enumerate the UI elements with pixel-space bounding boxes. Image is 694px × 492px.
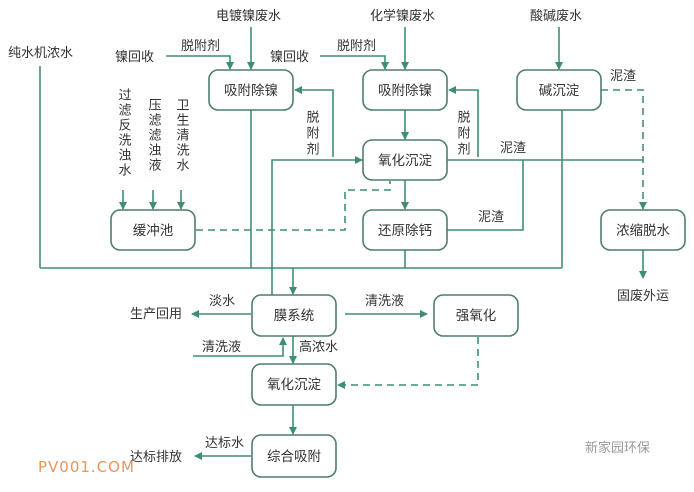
box-oxidation-precipitation-1: 氧化沉淀 bbox=[362, 139, 448, 181]
label-solid-waste: 固废外运 bbox=[617, 288, 669, 304]
svg-text:吸附除镍: 吸附除镍 bbox=[224, 83, 278, 99]
label-side-input-1: 过滤反洗浊水 bbox=[116, 88, 132, 178]
watermark-wechat: 新家园环保 bbox=[585, 440, 650, 456]
label-side-input-3: 卫生清洗水 bbox=[174, 98, 190, 173]
svg-text:膜系统: 膜系统 bbox=[274, 308, 315, 324]
label-desorbent-2: 脱附剂 bbox=[337, 39, 376, 54]
label-electroplating: 电镀镍废水 bbox=[216, 8, 281, 24]
label-acid-base: 酸碱废水 bbox=[530, 8, 582, 24]
box-buffer-tank: 缓冲池 bbox=[110, 209, 196, 251]
box-strong-oxidation: 强氧化 bbox=[433, 294, 519, 337]
label-high-conc: 高浓水 bbox=[299, 339, 338, 355]
svg-text:综合吸附: 综合吸附 bbox=[267, 449, 321, 465]
watermark-site: PV001.COM bbox=[38, 458, 135, 476]
box-oxidation-precipitation-2: 氧化沉淀 bbox=[251, 363, 337, 406]
label-discharge: 达标排放 bbox=[130, 450, 182, 465]
label-desorbent-vertical-2: 脱附剂 bbox=[455, 110, 471, 158]
box-reduction-decalcify: 还原除钙 bbox=[362, 209, 448, 251]
label-chemical: 化学镍废水 bbox=[370, 8, 435, 24]
label-pure-water: 纯水机浓水 bbox=[8, 46, 73, 61]
svg-text:氧化沉淀: 氧化沉淀 bbox=[378, 153, 432, 169]
label-side-input-2: 压滤滤浊液 bbox=[146, 98, 162, 173]
box-thicken-dewater: 浓缩脱水 bbox=[600, 209, 686, 251]
label-reuse: 生产回用 bbox=[130, 307, 182, 322]
svg-text:还原除钙: 还原除钙 bbox=[378, 223, 432, 239]
label-standard-water: 达标水 bbox=[205, 436, 244, 451]
box-combined-adsorption: 综合吸附 bbox=[251, 434, 337, 478]
label-ni-recovery-1: 镍回收 bbox=[115, 50, 154, 65]
label-sludge-3: 泥渣 bbox=[478, 210, 504, 225]
label-fresh-water: 淡水 bbox=[209, 294, 235, 309]
svg-text:吸附除镍: 吸附除镍 bbox=[378, 83, 432, 99]
box-adsorb-nickel-1: 吸附除镍 bbox=[208, 69, 294, 111]
connectors bbox=[39, 27, 647, 460]
label-desorbent-1: 脱附剂 bbox=[181, 39, 220, 54]
label-desorbent-vertical-1: 脱附剂 bbox=[304, 110, 320, 158]
svg-text:氧化沉淀: 氧化沉淀 bbox=[267, 377, 321, 393]
label-ni-recovery-2: 镍回收 bbox=[270, 50, 309, 65]
box-adsorb-nickel-2: 吸附除镍 bbox=[362, 69, 448, 111]
svg-text:碱沉淀: 碱沉淀 bbox=[539, 83, 580, 99]
svg-text:强氧化: 强氧化 bbox=[456, 308, 497, 324]
svg-text:浓缩脱水: 浓缩脱水 bbox=[616, 223, 670, 239]
label-sludge-2: 泥渣 bbox=[500, 141, 526, 156]
box-alkali-precipitation: 碱沉淀 bbox=[516, 69, 602, 111]
label-cleaning-liquid-out: 清洗液 bbox=[365, 294, 404, 309]
label-sludge-1: 泥渣 bbox=[610, 69, 636, 84]
svg-text:缓冲池: 缓冲池 bbox=[133, 223, 174, 239]
box-membrane-system: 膜系统 bbox=[251, 294, 337, 337]
label-cleaning-liquid-in: 清洗液 bbox=[202, 340, 241, 355]
